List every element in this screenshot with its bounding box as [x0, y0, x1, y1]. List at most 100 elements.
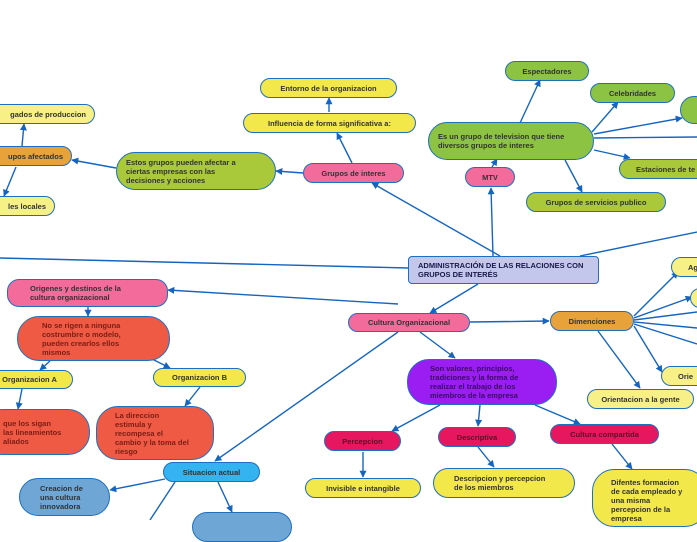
link-grupos-afectar: [275, 167, 304, 175]
estaciones-node[interactable]: Estaciones de te: [619, 159, 697, 179]
servicios-label: Grupos de servicios publico: [545, 197, 647, 207]
creacion-label: Creacion de una cultura innovadora: [40, 483, 83, 511]
mtv-desc-label: Es un grupo de television que tiene dive…: [438, 132, 565, 150]
link-situacion-bottom1: [217, 481, 233, 513]
link-dim-r4: [633, 321, 697, 329]
celebridades-label: Celebridades: [608, 88, 657, 98]
link-cultura-dimensiones: [469, 317, 550, 325]
cultura-label: Cultura Organizacional: [367, 318, 451, 327]
link-desc-celeb: [591, 101, 619, 133]
link-desc-servicios: [564, 159, 583, 193]
link-descriptiva-descpercep: [477, 446, 495, 468]
mtv-node[interactable]: MTV: [465, 167, 515, 187]
link-situacion-creacion: [109, 478, 166, 493]
link-central-right: [579, 231, 697, 257]
desc-percep-label: Descripcion y percepcion de los miembros: [454, 474, 546, 492]
org-b-label: Organizacion B: [171, 373, 227, 382]
afectar-label: Estos grupos pueden afectar a ciertas em…: [126, 157, 236, 185]
org-a-node[interactable]: Organizacion A: [0, 370, 73, 389]
descriptiva-node[interactable]: Descriptiva: [438, 427, 516, 447]
invisible-label: Invisible e intangible: [326, 483, 400, 493]
link-central-mtv: [487, 187, 495, 257]
link-orga-desc: [15, 388, 23, 410]
link-afectar-afectados: [71, 157, 117, 169]
link-orgb-desc: [184, 386, 201, 407]
entorno-node[interactable]: Entorno de la organizacion: [260, 78, 397, 98]
link-norigen-orga: [39, 360, 51, 371]
link-central-cultura: [429, 283, 479, 314]
mtv-desc-node[interactable]: Es un grupo de television que tiene dive…: [428, 122, 594, 160]
locales-node[interactable]: les locales: [0, 196, 55, 216]
org-a-label: Organizacion A: [2, 375, 57, 384]
mtv-label: MTV: [482, 172, 498, 182]
percepcion-node[interactable]: Percepcion: [324, 431, 401, 451]
link-dim-r2: [633, 295, 693, 319]
link-compartida-diferentes: [611, 443, 633, 470]
orientacion-node[interactable]: Orientacion a la gente: [587, 389, 694, 409]
invisible-node[interactable]: Invisible e intangible: [305, 478, 421, 498]
orientacion-label: Orientacion a la gente: [601, 394, 680, 404]
central-label: ADMINISTRACIÓN DE LAS RELACIONES CON GRU…: [418, 261, 584, 279]
ag-label: Ag: [688, 262, 697, 272]
celebridades-node[interactable]: Celebridades: [590, 83, 675, 103]
afectados-node[interactable]: upos afectados: [0, 146, 72, 166]
no-rigen-node[interactable]: No se rigen a ninguna costrumbre o model…: [17, 316, 170, 361]
cultura-node[interactable]: Cultura Organizacional: [348, 313, 470, 332]
link-mtv-desc: [490, 158, 498, 168]
link-central-grupos: [371, 182, 501, 257]
influencia-node[interactable]: Influencia de forma significativa a:: [243, 113, 416, 133]
percepcion-label: Percepcion: [342, 436, 383, 446]
connector-lines: [0, 79, 697, 520]
valores-node[interactable]: Son valores, principios, tradiciones y l…: [407, 359, 557, 405]
delegados-node[interactable]: gados de produccion: [0, 104, 95, 124]
delegados-label: gados de produccion: [10, 109, 86, 119]
link-desc-estaciones: [593, 149, 631, 161]
dimensiones-node[interactable]: Dimenciones: [550, 311, 634, 331]
link-central-left: [0, 257, 409, 269]
afectar-node[interactable]: Estos grupos pueden afectar a ciertas em…: [116, 152, 276, 190]
compartida-label: Cultura compartida: [570, 429, 639, 439]
link-dim-orientacion: [597, 330, 641, 389]
compartida-node[interactable]: Cultura compartida: [550, 424, 659, 444]
locales-label: les locales: [8, 201, 46, 211]
link-cultura-origenes: [167, 286, 399, 305]
link-afectados-delegados: [19, 123, 27, 147]
estaciones-label: Estaciones de te: [636, 164, 696, 174]
origenes-label: Origenes y destinos de la cultura organi…: [30, 284, 121, 302]
creacion-node[interactable]: Creacion de una cultura innovadora: [19, 478, 110, 516]
espectadores-node[interactable]: Espectadores: [505, 61, 589, 81]
org-a-desc-label: que los sigan las lineamientos aliados: [3, 418, 62, 446]
org-b-node[interactable]: Organizacion B: [153, 368, 246, 387]
diferentes-label: Difentes formacion de cada empleado y un…: [611, 478, 683, 523]
link-dim-r5: [633, 323, 697, 345]
link-dim-r1: [633, 271, 679, 317]
situacion-node[interactable]: Situacion actual: [163, 462, 260, 482]
link-cultura-situacion: [214, 331, 399, 462]
ag-node[interactable]: Ag: [671, 257, 697, 277]
entorno-label: Entorno de la organizacion: [280, 83, 377, 93]
link-valores-descriptiva: [475, 404, 483, 427]
link-afectados-locales: [3, 166, 17, 197]
link-desc-espect: [519, 79, 541, 124]
servicios-node[interactable]: Grupos de servicios publico: [526, 192, 666, 212]
influencia-label: Influencia de forma significativa a:: [268, 118, 391, 128]
espectadores-label: Espectadores: [522, 66, 572, 76]
org-a-desc-node[interactable]: que los sigan las lineamientos aliados: [0, 409, 90, 455]
orie-node[interactable]: Orie: [661, 366, 697, 386]
grupos-interes-node[interactable]: Grupos de interes: [303, 163, 404, 183]
grupos-interes-label: Grupos de interes: [321, 168, 386, 178]
diferentes-node[interactable]: Difentes formacion de cada empleado y un…: [592, 469, 697, 527]
origenes-node[interactable]: Origenes y destinos de la cultura organi…: [7, 279, 168, 307]
central-node[interactable]: ADMINISTRACIÓN DE LAS RELACIONES CON GRU…: [408, 256, 599, 284]
link-situacion-bottom2: [149, 481, 176, 520]
link-dim-r6: [633, 325, 663, 373]
situacion-child-node[interactable]: [192, 512, 292, 542]
desc-percep-node[interactable]: Descripcion y percepcion de los miembros: [433, 468, 575, 498]
link-valores-percepcion: [391, 404, 441, 432]
dimensiones-label: Dimenciones: [568, 316, 616, 326]
link-desc-right1: [593, 136, 697, 139]
link-grupos-influencia: [336, 132, 353, 164]
valores-label: Son valores, principios, tradiciones y l…: [430, 364, 519, 400]
orie-label: Orie: [678, 371, 694, 381]
org-b-desc-node[interactable]: La direccion estimula y recompesa el cam…: [96, 406, 214, 460]
